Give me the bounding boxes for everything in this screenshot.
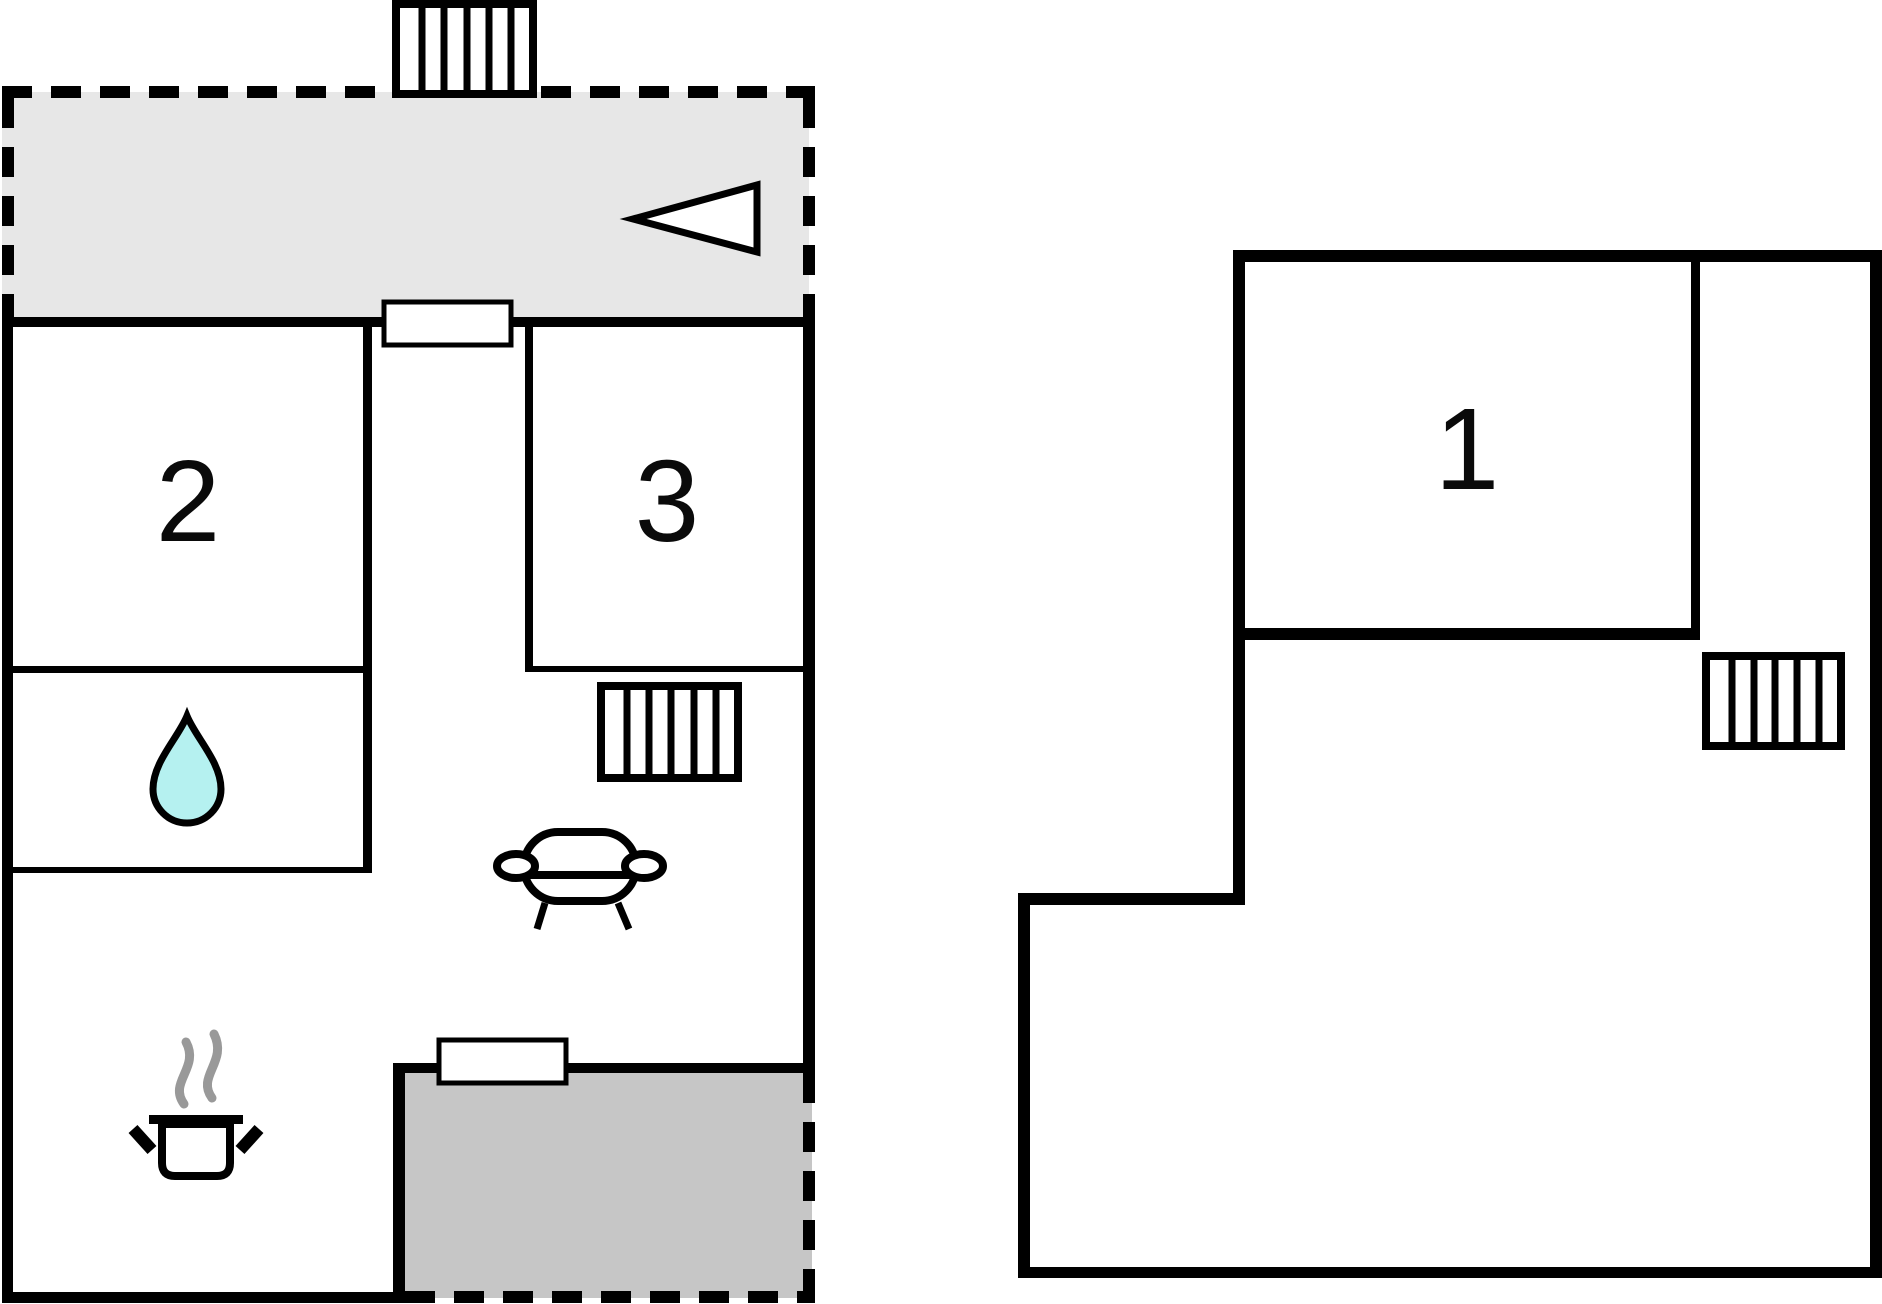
sofa-armrest-right <box>621 850 667 882</box>
steam-icon <box>174 1029 223 1109</box>
wall-room2-right <box>363 327 372 873</box>
water-drop-icon <box>149 706 225 827</box>
wall-room3-left <box>525 327 533 672</box>
sofa-body <box>520 828 640 905</box>
wall-living-bottom <box>393 1063 815 1073</box>
sofa-leg-right <box>614 901 633 931</box>
window-top <box>381 299 514 348</box>
sofa-icon <box>493 828 667 931</box>
covered-terrace-area <box>405 1073 815 1303</box>
room-3-label: 3 <box>635 436 700 566</box>
direction-arrow-icon <box>619 180 761 257</box>
wall-right <box>803 317 815 1070</box>
steam-wave-left <box>174 1037 195 1109</box>
stairs-icon <box>392 0 537 98</box>
wall-room1-right <box>1691 250 1700 640</box>
wall-left-upper <box>1233 250 1245 905</box>
covered-terrace-floor <box>405 1073 812 1298</box>
pot-body <box>158 1120 234 1180</box>
sofa-leg-left <box>533 901 549 931</box>
pot-handle-left <box>128 1124 157 1155</box>
room-1-label: 1 <box>1435 384 1500 514</box>
pot-rim <box>149 1115 243 1124</box>
wall-bottom <box>2 1292 405 1303</box>
wall-room1-bottom <box>1233 628 1700 640</box>
wall-left <box>2 317 13 1303</box>
pot-handle-right <box>235 1124 264 1155</box>
right-building-walls <box>1018 250 1882 1278</box>
cooking-pot-icon <box>128 1115 264 1180</box>
wall-step <box>1018 893 1245 905</box>
wall-room2-bathroom-divider <box>2 666 372 673</box>
steam-wave-right <box>202 1029 223 1103</box>
window-bottom <box>436 1037 569 1086</box>
wall-bottom <box>1018 1267 1882 1278</box>
wall-left-lower <box>1018 893 1030 1278</box>
room-2-label: 2 <box>156 436 221 566</box>
wall-room3-bottom <box>525 666 815 672</box>
sofa-armrest-left <box>493 850 539 882</box>
wall-top <box>1233 250 1882 262</box>
wall-right <box>1870 250 1882 1278</box>
radiator-icon-right-building <box>1702 652 1845 750</box>
wall-covered-terrace-left <box>393 1063 405 1298</box>
radiator-icon-left-building <box>597 682 742 782</box>
wall-bathroom-bottom <box>2 867 372 873</box>
